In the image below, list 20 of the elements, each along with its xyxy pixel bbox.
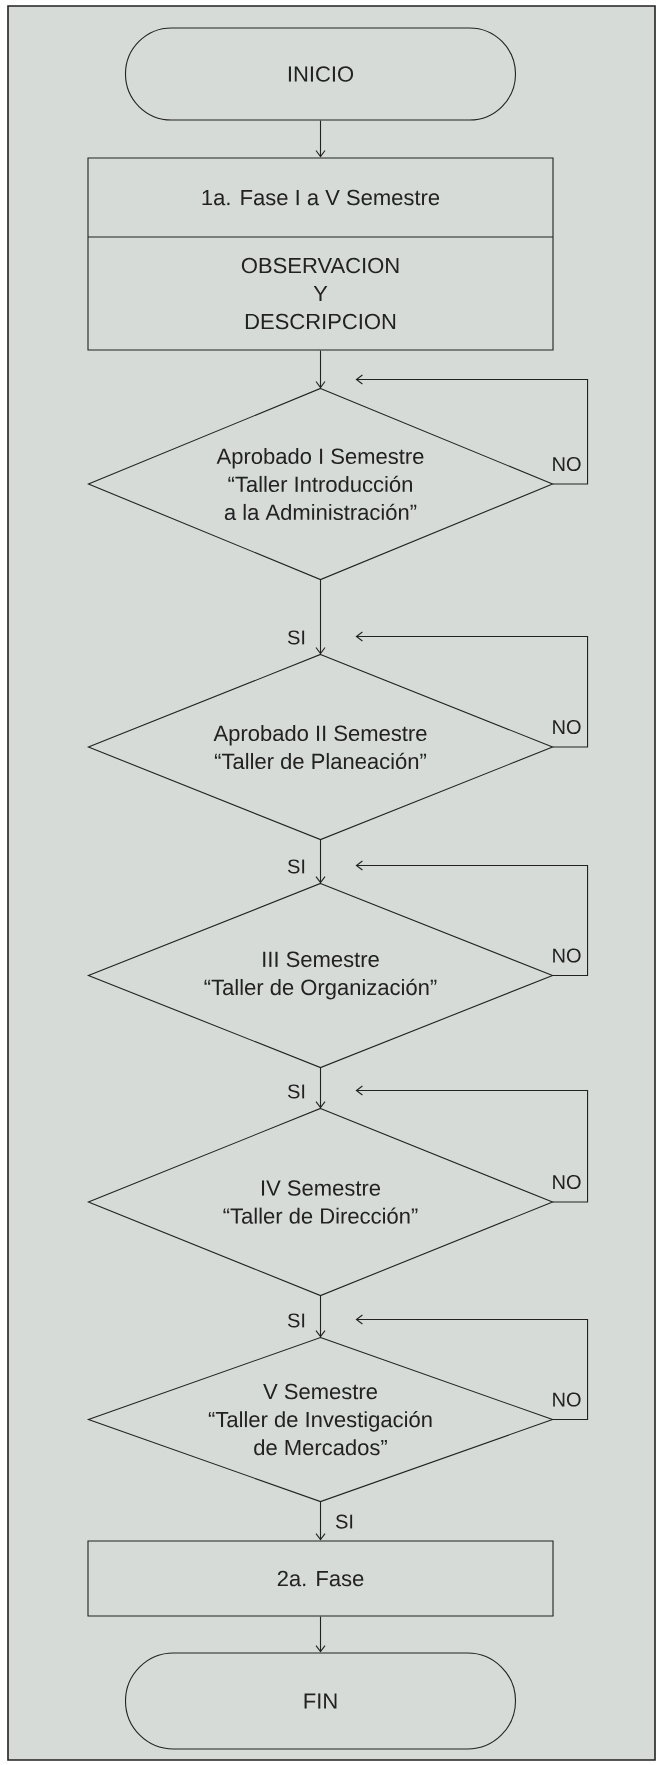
edge-label: SI <box>286 629 307 646</box>
arrow <box>315 579 326 655</box>
edge-label: SI <box>286 1083 307 1100</box>
arrow <box>315 350 326 389</box>
arrow <box>355 631 589 748</box>
arrow <box>315 1501 326 1541</box>
arrow <box>355 1085 589 1203</box>
arrow <box>355 860 589 977</box>
edge-label: SI <box>286 858 307 875</box>
process-box: 1a. Fase I a V Semestre OBSERVACION Y DESCRIPCION <box>87 157 554 351</box>
process-box: 2a. Fase <box>87 1540 554 1617</box>
arrow <box>355 374 589 485</box>
arrow <box>315 1295 326 1338</box>
edge-label: SI <box>286 1312 307 1329</box>
arrow <box>315 1616 326 1653</box>
edge-label: SI <box>334 1513 355 1530</box>
arrow <box>355 1314 589 1421</box>
arrow <box>315 120 326 158</box>
arrow <box>315 1067 326 1109</box>
arrow <box>315 839 326 884</box>
